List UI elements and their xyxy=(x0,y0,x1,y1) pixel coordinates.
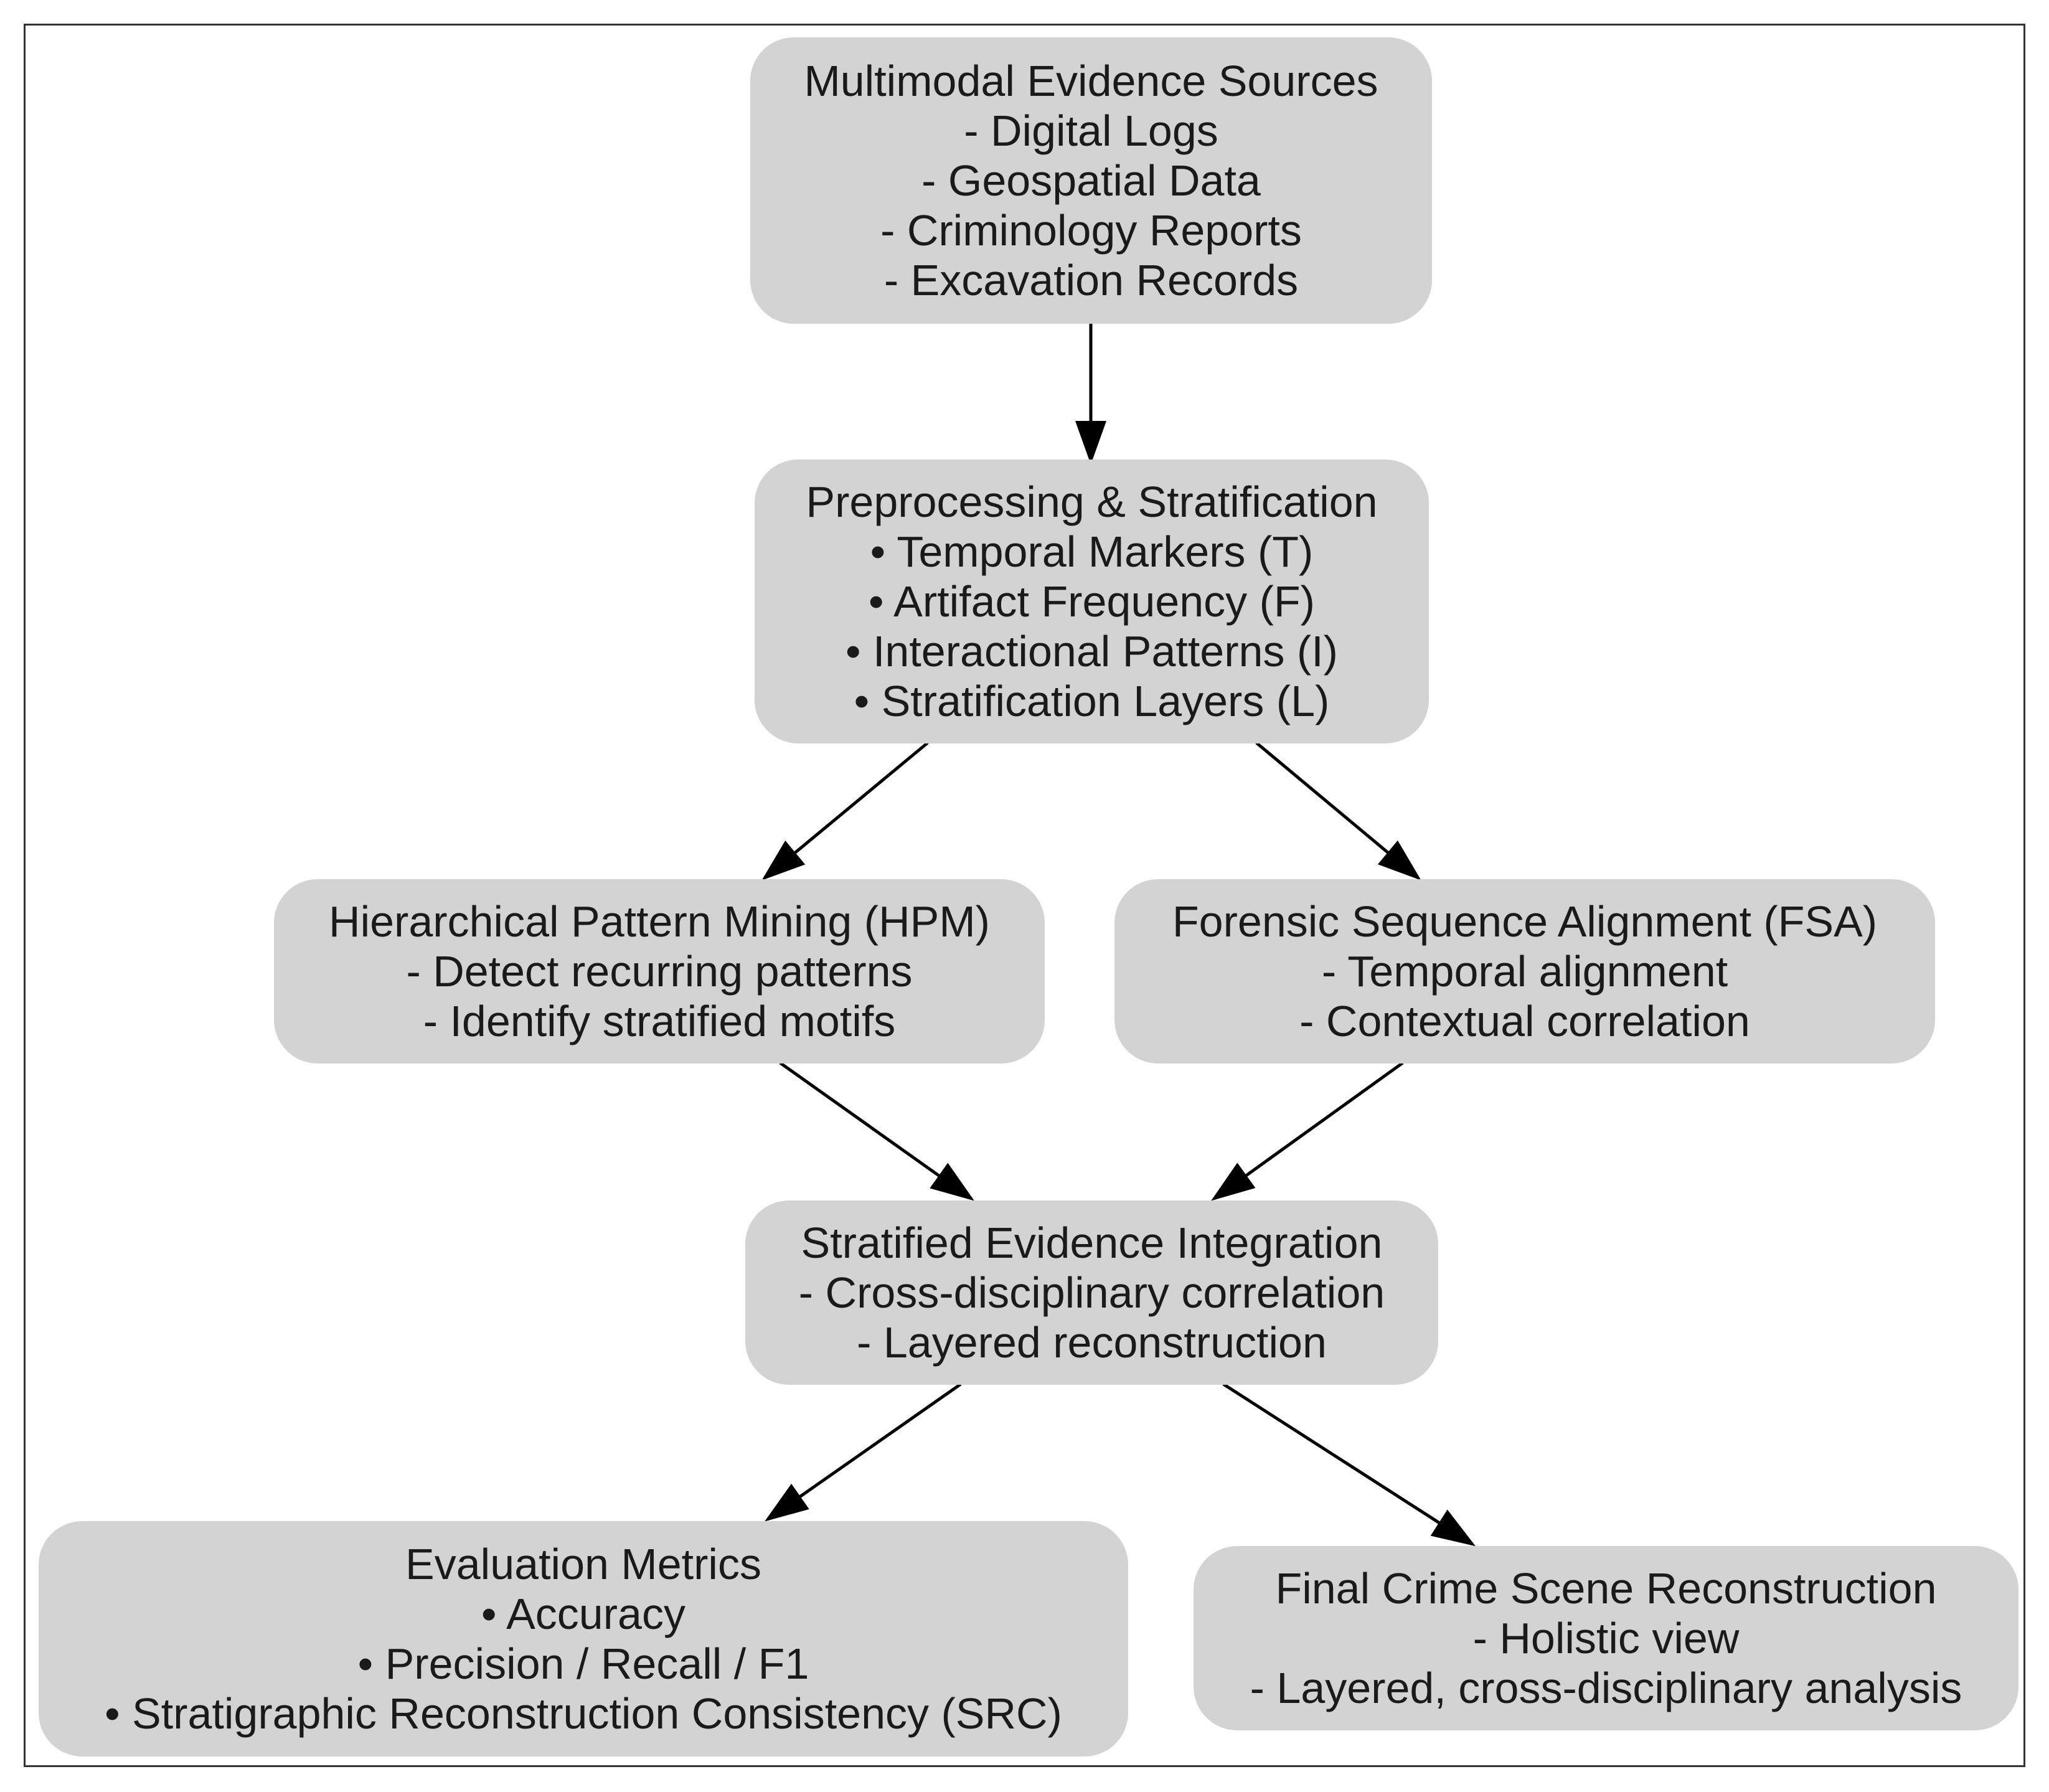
edge-fsa-to-integration xyxy=(1211,1061,1404,1201)
node-final-item: - Holistic view xyxy=(1472,1614,1740,1662)
node-integration-item: - Layered reconstruction xyxy=(857,1318,1327,1367)
node-integration-title: Stratified Evidence Integration xyxy=(801,1219,1383,1267)
edge-hpm-to-integration xyxy=(779,1061,974,1201)
node-sources-item: - Digital Logs xyxy=(964,106,1218,155)
node-final-item: - Layered, cross-disciplinary analysis xyxy=(1250,1664,1962,1712)
edge-integration-to-final xyxy=(1222,1382,1476,1547)
node-preprocessing-item: • Stratification Layers (L) xyxy=(854,677,1330,725)
node-metrics: Evaluation Metrics • Accuracy • Precisio… xyxy=(39,1521,1128,1757)
node-metrics-item: • Precision / Recall / F1 xyxy=(357,1639,809,1688)
node-preprocessing: Preprocessing & Stratification • Tempora… xyxy=(755,460,1429,743)
node-preprocessing-item: • Artifact Frequency (F) xyxy=(869,577,1315,626)
edge-preprocessing-to-hpm xyxy=(761,742,929,880)
edge-integration-to-metrics xyxy=(765,1382,962,1522)
node-metrics-item: • Accuracy xyxy=(481,1590,685,1638)
node-sources: Multimodal Evidence Sources - Digital Lo… xyxy=(750,37,1432,324)
node-preprocessing-title: Preprocessing & Stratification xyxy=(806,478,1378,526)
node-fsa-item: - Contextual correlation xyxy=(1299,997,1750,1045)
node-integration-item: - Cross-disciplinary correlation xyxy=(798,1268,1385,1317)
node-hpm: Hierarchical Pattern Mining (HPM) - Dete… xyxy=(274,879,1045,1063)
node-sources-item: - Excavation Records xyxy=(883,256,1299,304)
node-metrics-item: • Stratigraphic Reconstruction Consisten… xyxy=(105,1689,1062,1738)
node-sources-item: - Criminology Reports xyxy=(880,206,1302,255)
node-fsa: Forensic Sequence Alignment (FSA) - Temp… xyxy=(1114,879,1935,1063)
node-hpm-item: - Detect recurring patterns xyxy=(406,947,913,996)
node-sources-title: Multimodal Evidence Sources xyxy=(804,57,1378,105)
node-preprocessing-item: • Temporal Markers (T) xyxy=(870,527,1314,576)
node-fsa-title: Forensic Sequence Alignment (FSA) xyxy=(1172,897,1878,946)
node-integration: Stratified Evidence Integration - Cross-… xyxy=(745,1200,1438,1385)
edge-preprocessing-to-fsa xyxy=(1255,742,1421,880)
node-hpm-title: Hierarchical Pattern Mining (HPM) xyxy=(329,897,990,946)
node-metrics-title: Evaluation Metrics xyxy=(405,1540,761,1588)
node-hpm-item: - Identify stratified motifs xyxy=(423,997,896,1045)
node-sources-item: - Geospatial Data xyxy=(921,156,1261,205)
node-final-title: Final Crime Scene Reconstruction xyxy=(1275,1564,1937,1613)
node-final: Final Crime Scene Reconstruction - Holis… xyxy=(1194,1546,2018,1730)
node-fsa-item: - Temporal alignment xyxy=(1321,947,1728,996)
node-preprocessing-item: • Interactional Patterns (I) xyxy=(846,627,1338,676)
